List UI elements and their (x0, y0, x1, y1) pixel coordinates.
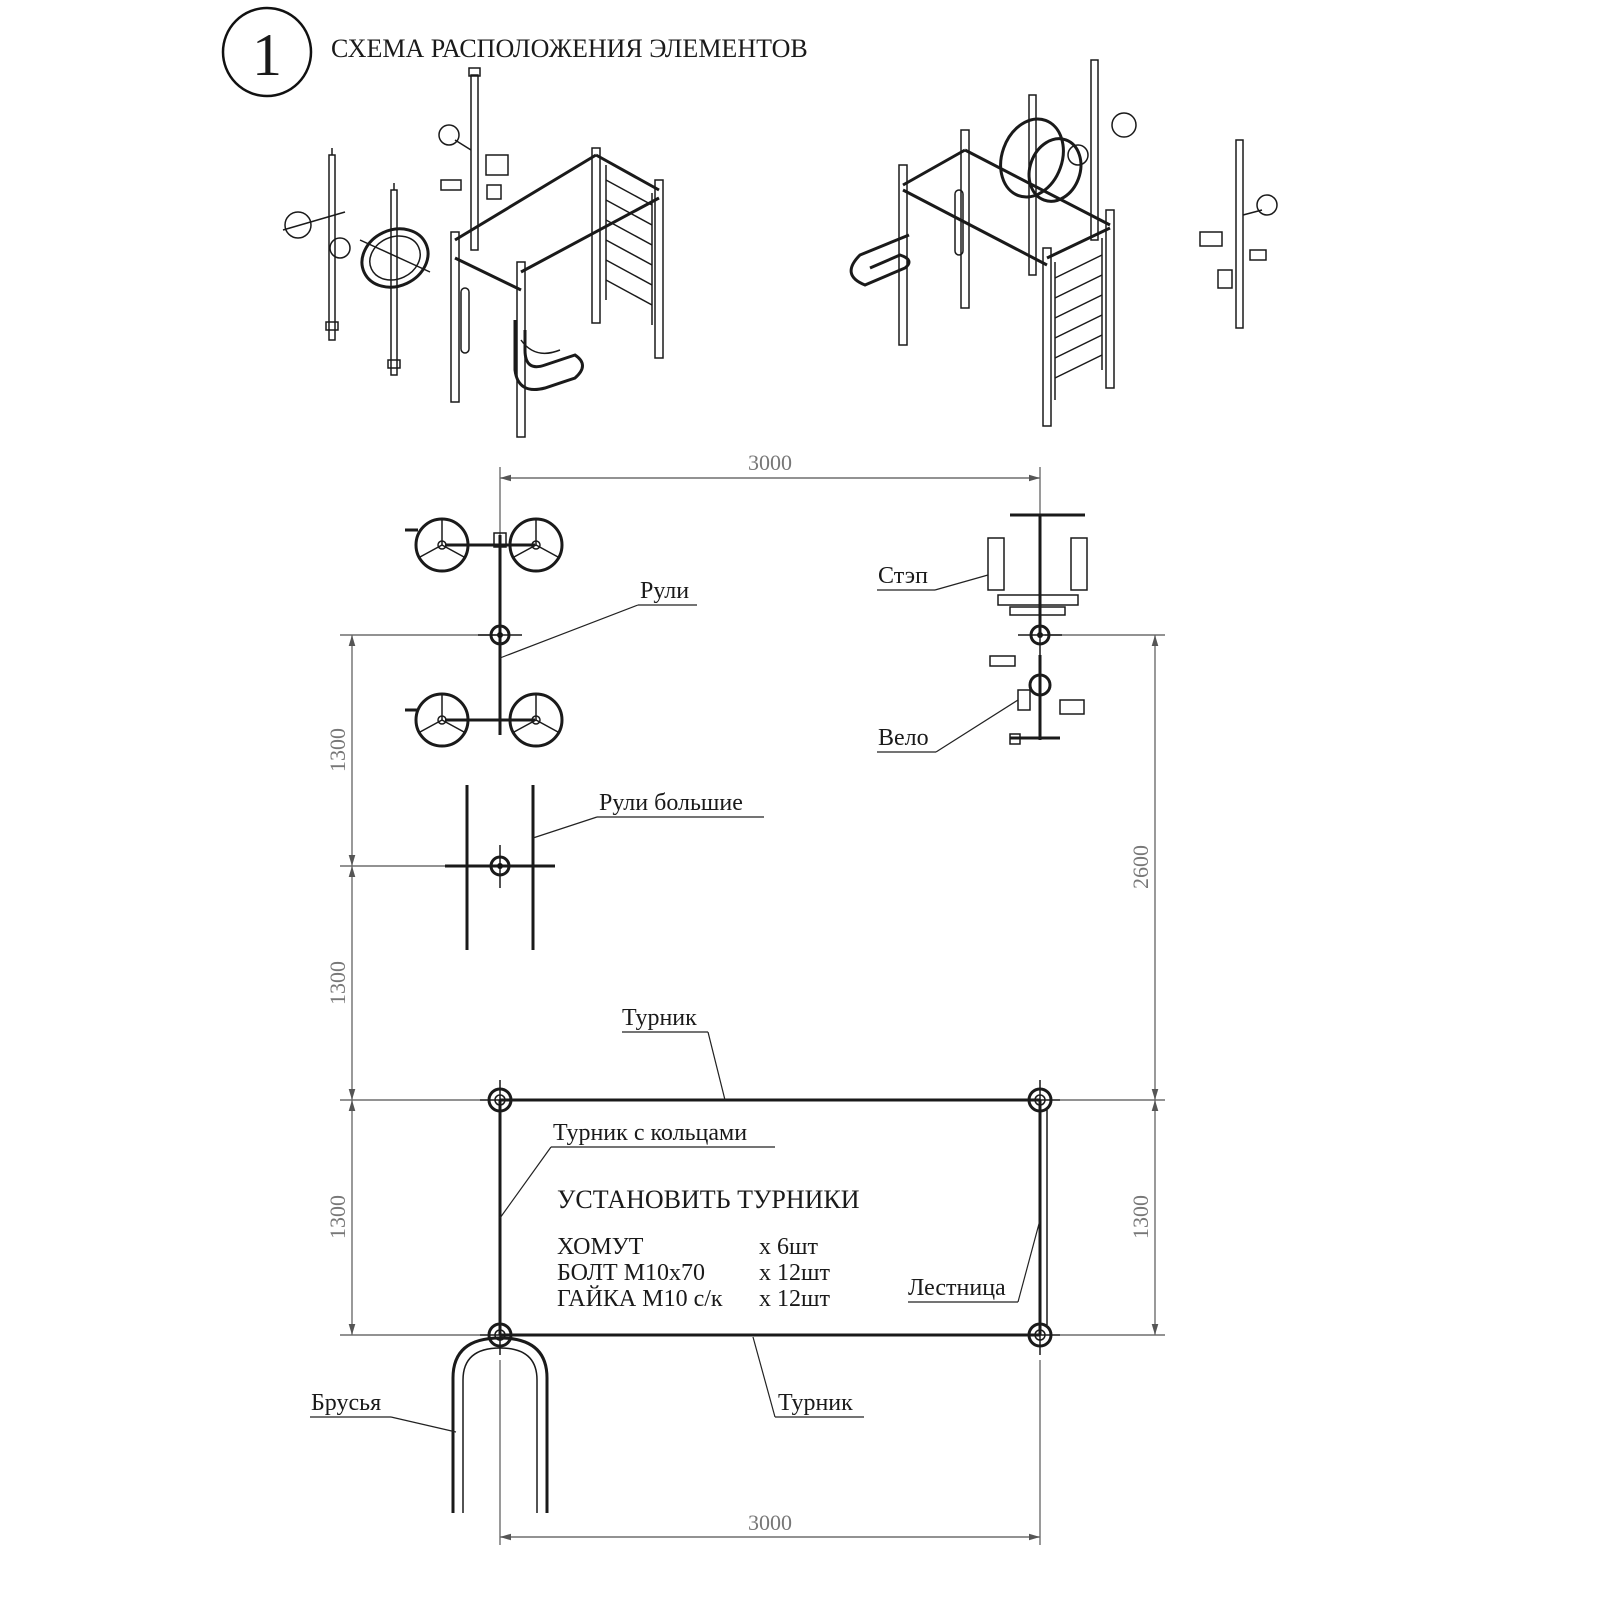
iso-handlebar-post-1 (282, 148, 351, 341)
dim-top-width: 3000 (499, 450, 1041, 540)
dim-right-chain: 2600 1300 (1045, 634, 1165, 1336)
label-turnik-rings-text: Турник с кольцами (553, 1120, 747, 1146)
label-turnik-bottom: Турник (752, 1336, 864, 1418)
label-velo: Вело (877, 699, 1019, 753)
plan-big-handlebars (445, 785, 555, 950)
label-step: Стэп (877, 563, 989, 591)
dim-left-chain: 1300 1300 1300 (325, 634, 500, 1336)
dim-right-lower-value: 1300 (1128, 1195, 1153, 1239)
plan-step-velo (987, 513, 1088, 745)
instruction-item-name: БОЛТ М10х70 (557, 1260, 705, 1286)
sheet-title: СХЕМА РАСПОЛОЖЕНИЯ ЭЛЕМЕНТОВ (331, 34, 808, 63)
sheet-header: 1 СХЕМА РАСПОЛОЖЕНИЯ ЭЛЕМЕНТОВ (221, 6, 808, 98)
dim-left-middle-value: 1300 (325, 961, 350, 1005)
sheet-number: 1 (252, 22, 282, 88)
label-velo-text: Вело (878, 725, 929, 751)
label-ladder: Лестница (908, 1219, 1041, 1303)
instructions-heading: УСТАНОВИТЬ ТУРНИКИ (557, 1185, 860, 1214)
dim-bottom-width: 3000 (499, 1360, 1041, 1545)
iso-handlebar-post-2 (359, 183, 431, 376)
post-top-left (480, 1080, 520, 1120)
iso-step-velo-post-right (1199, 139, 1278, 329)
label-ruli-text: Рули (640, 578, 689, 604)
label-ruli: Рули (499, 578, 697, 659)
label-bars-text: Брусья (311, 1390, 381, 1416)
label-turnik-bottom-text: Турник (778, 1390, 853, 1416)
instruction-item-qty: х 12шт (759, 1286, 830, 1312)
instruction-item-name: ГАЙКА М10 с/к (557, 1286, 723, 1312)
post-bottom-right (1020, 1315, 1060, 1355)
label-turnik-top: Турник (622, 1005, 726, 1101)
label-bars: Брусья (310, 1390, 457, 1433)
label-turnik-top-text: Турник (622, 1005, 697, 1031)
label-ruli-big: Рули большие (532, 790, 764, 839)
sheet-number-circle (221, 6, 313, 98)
label-ladder-text: Лестница (908, 1275, 1006, 1301)
post-top-right (1020, 1080, 1060, 1120)
label-turnik-rings: Турник с кольцами (499, 1120, 775, 1219)
iso-right-assembly (849, 59, 1278, 427)
dim-left-lower-value: 1300 (325, 1195, 350, 1239)
iso-left-assembly (282, 67, 664, 438)
label-ruli-big-text: Рули большие (599, 790, 743, 816)
instruction-item-qty: х 6шт (759, 1234, 818, 1260)
dim-left-upper-value: 1300 (325, 728, 350, 772)
dim-bottom-width-value: 3000 (748, 1510, 792, 1535)
dim-top-width-value: 3000 (748, 450, 792, 475)
dim-right-upper-value: 2600 (1128, 845, 1153, 889)
iso-step-velo-post (438, 67, 509, 251)
instruction-item-name: ХОМУТ (557, 1234, 644, 1260)
label-step-text: Стэп (878, 563, 928, 589)
plan-parallel-bars (451, 1336, 549, 1513)
instruction-item-qty: х 12шт (759, 1260, 830, 1286)
iso-frame-left (450, 147, 664, 438)
plan-handlebars (405, 517, 564, 748)
iso-frame-right (849, 59, 1137, 427)
install-instructions: УСТАНОВИТЬ ТУРНИКИ ХОМУТ х 6шт БОЛТ М10х… (557, 1185, 860, 1312)
